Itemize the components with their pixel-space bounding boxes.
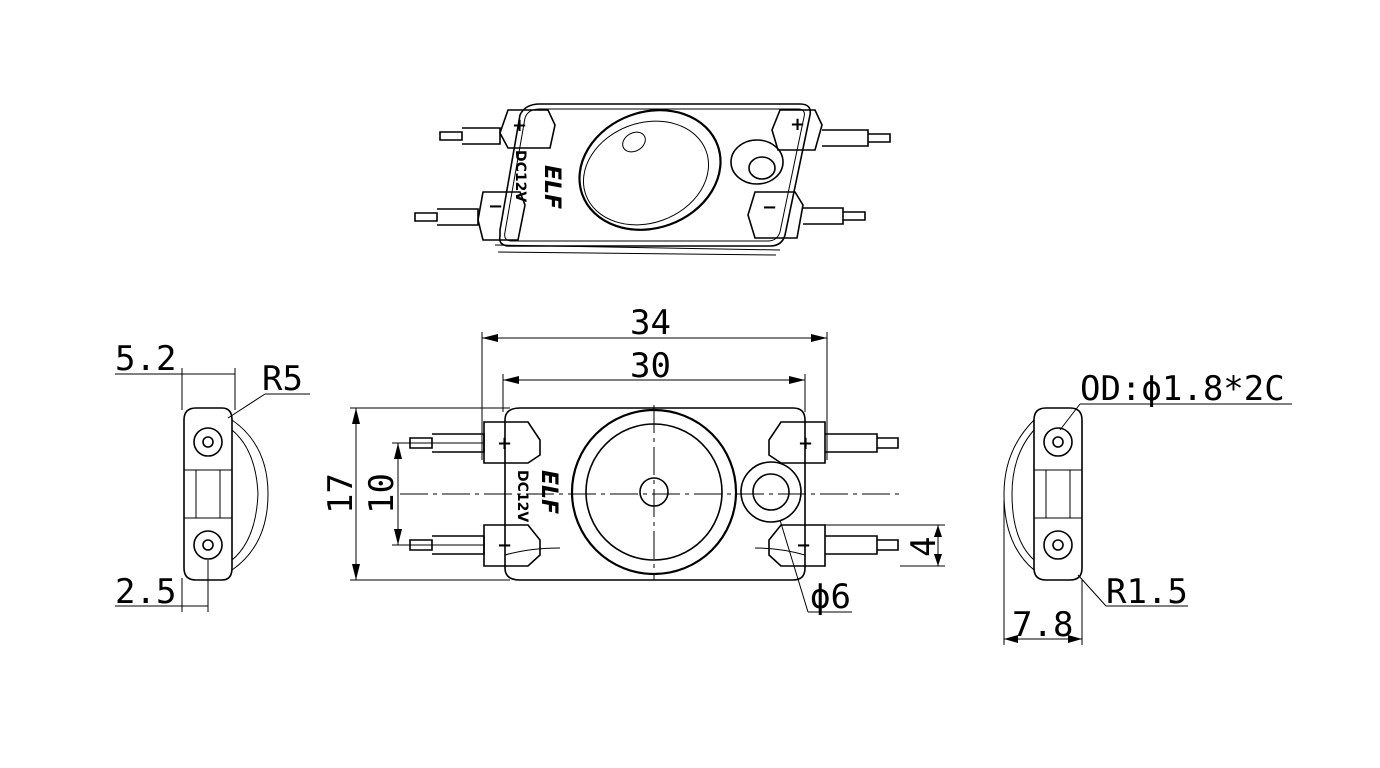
front-voltage-label: DC12V: [514, 470, 530, 522]
dim-overall-length: 34: [630, 303, 671, 343]
dim-side-thickness: 5.2: [115, 339, 176, 379]
left-side-view: 5.2 R5 2.5: [115, 339, 310, 612]
dim-height: 17: [321, 473, 361, 514]
front-brand-label: ELF: [536, 470, 561, 514]
polarity-plus-front-right: +: [798, 433, 813, 454]
iso-brand-label: ELF: [539, 165, 564, 209]
front-view: + − + − ELF DC12V 34 30: [321, 303, 945, 617]
isometric-view: + − + − ELF DC12V: [414, 103, 891, 256]
dim-pin-offset: 4: [904, 537, 944, 557]
dim-pin-height: 2.5: [115, 572, 176, 612]
iso-voltage-label: DC12V: [512, 150, 528, 202]
polarity-plus-top-right: +: [790, 114, 805, 135]
polarity-minus-bottom-right: −: [762, 197, 777, 218]
dim-radius-right: R1.5: [1106, 572, 1188, 612]
dim-pin-spacing: 10: [362, 473, 402, 514]
polarity-minus-bottom-left: −: [488, 196, 503, 217]
polarity-minus-front-right: −: [796, 535, 811, 556]
right-side-view: OD:ϕ1.8*2C R1.5 7.8: [1003, 369, 1292, 645]
dim-depth: 7.8: [1012, 605, 1073, 645]
polarity-plus-top-left: +: [512, 115, 527, 136]
dim-wire: OD:ϕ1.8*2C: [1080, 369, 1285, 409]
dim-radius-left: R5: [262, 359, 303, 399]
dim-hole: ϕ6: [810, 577, 851, 617]
polarity-plus-front-left: +: [497, 433, 512, 454]
dim-body-length: 30: [630, 346, 671, 386]
polarity-minus-front-left: −: [497, 535, 512, 556]
